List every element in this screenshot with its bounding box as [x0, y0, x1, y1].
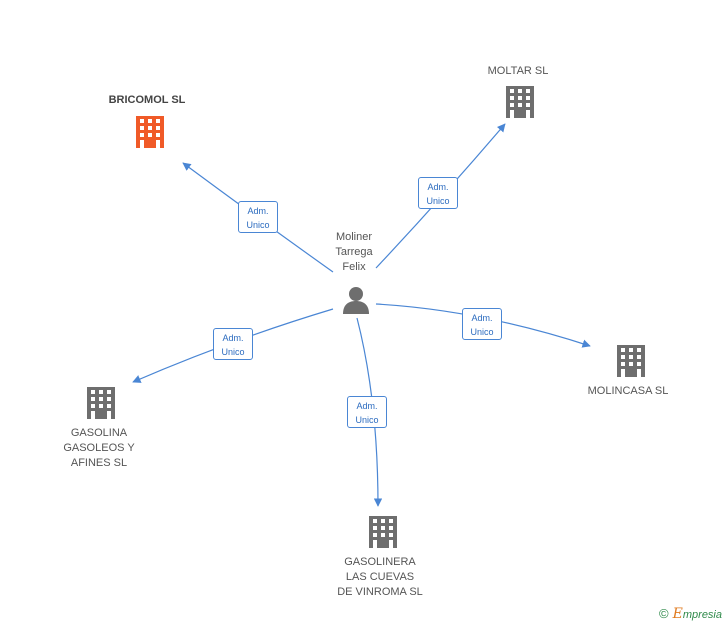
company-name: GASOLEOS Y: [63, 442, 135, 454]
company-label-gasolina[interactable]: GASOLINA GASOLEOS Y AFINES SL: [49, 426, 149, 471]
company-name: LAS CUEVAS: [345, 571, 415, 583]
person-name-line: Moliner: [335, 231, 373, 243]
role-text: Unico: [426, 196, 450, 206]
role-text: Adm.: [427, 182, 449, 192]
person-name-line: Tarrega: [335, 246, 373, 258]
building-icon[interactable]: [87, 387, 115, 419]
role-text: Adm.: [247, 206, 269, 216]
person-icon[interactable]: [343, 287, 369, 314]
person-name-line: Felix: [342, 261, 366, 273]
building-icon[interactable]: [369, 516, 397, 548]
company-name: BRICOMOL SL: [108, 94, 186, 106]
company-label-moltar[interactable]: MOLTAR SL: [468, 64, 568, 79]
building-icon[interactable]: [617, 345, 645, 377]
copyright-icon: ©: [659, 606, 669, 621]
role-text: Unico: [470, 327, 494, 337]
company-name: GASOLINERA: [344, 556, 416, 568]
building-icon[interactable]: [136, 116, 164, 148]
building-icon[interactable]: [506, 86, 534, 118]
role-badge-molincasa: Adm. Unico: [462, 308, 502, 340]
role-text: Adm.: [471, 313, 493, 323]
brand-logo-initial: E: [672, 606, 683, 622]
role-badge-moltar: Adm. Unico: [418, 177, 458, 209]
company-label-molincasa[interactable]: MOLINCASA SL: [578, 384, 678, 399]
company-name: DE VINROMA SL: [337, 586, 423, 598]
company-name: MOLINCASA SL: [587, 385, 669, 397]
role-text: Unico: [246, 220, 270, 230]
role-text: Adm.: [356, 401, 378, 411]
role-badge-bricomol: Adm. Unico: [238, 201, 278, 233]
role-text: Unico: [221, 347, 245, 357]
company-name: AFINES SL: [70, 457, 128, 469]
company-label-bricomol[interactable]: BRICOMOL SL: [97, 93, 197, 108]
footer-brand[interactable]: ©Empresia: [659, 606, 722, 622]
company-name: GASOLINA: [70, 427, 128, 439]
brand-logo-text: mpresia: [682, 609, 722, 621]
person-name[interactable]: Moliner Tarrega Felix: [324, 230, 384, 275]
role-text: Unico: [355, 415, 379, 425]
role-text: Adm.: [222, 333, 244, 343]
role-badge-gasolina: Adm. Unico: [213, 328, 253, 360]
company-name: MOLTAR SL: [487, 65, 549, 77]
role-badge-gasolinera: Adm. Unico: [347, 396, 387, 428]
company-label-gasolinera[interactable]: GASOLINERA LAS CUEVAS DE VINROMA SL: [320, 555, 440, 600]
